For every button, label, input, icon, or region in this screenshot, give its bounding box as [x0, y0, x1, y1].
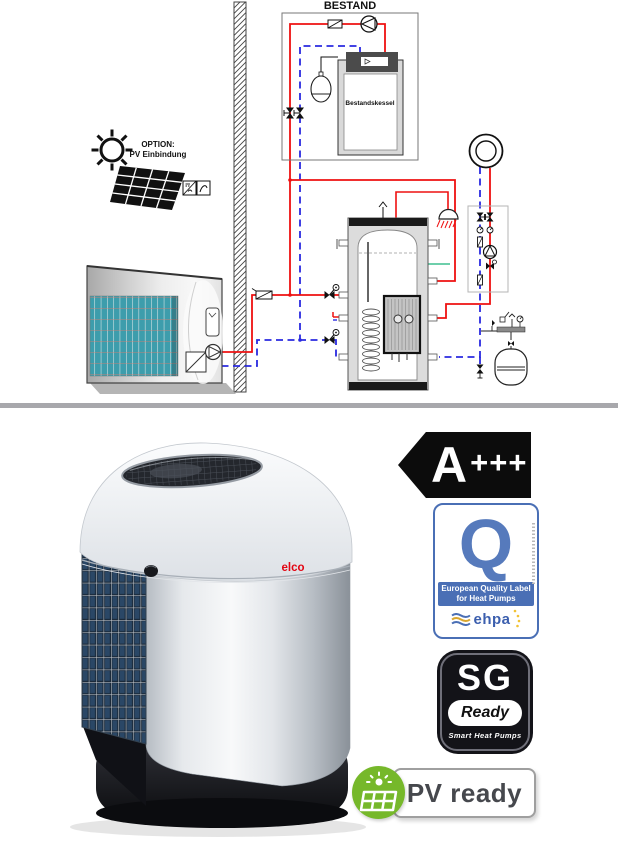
boiler-label: Bestandskessel [345, 100, 394, 107]
bestand-pump-icon [360, 15, 378, 33]
ehpa-wordmark: ehpa [473, 610, 511, 628]
wall [233, 1, 247, 393]
pv-ready-label: PV ready [406, 777, 523, 808]
ehpa-waves-icon [451, 612, 472, 626]
buffer-tank [336, 201, 440, 391]
pv-option-line1: OPTION: [141, 140, 174, 149]
quality-label-banner: European Quality Label for Heat Pumps [438, 582, 534, 606]
overflow-valve-icon [485, 259, 497, 270]
cap-seam-highlight [81, 563, 351, 583]
freshwater-module [382, 294, 422, 362]
expansion-vessel [494, 348, 528, 386]
bestand-flow-valve-icon [283, 107, 295, 119]
hydraulic-schematic: BESTAND Bestandskessel [86, 0, 528, 394]
return-junction [298, 338, 302, 342]
tank-connections [336, 239, 440, 361]
cap-seam [81, 559, 351, 580]
sg-ready-pill: Ready [448, 700, 522, 726]
heating-coil [362, 308, 380, 372]
evaporator-grid [89, 295, 179, 377]
heating-circuit-group [467, 205, 509, 293]
heat-pump-product-image: elco [70, 442, 366, 837]
drain-valve-icon [476, 364, 484, 379]
fine-print-vertical [532, 523, 535, 585]
brand-logo: elco [281, 562, 304, 574]
inverter-icon [182, 180, 211, 196]
motor-valve-flow-icon [324, 284, 340, 300]
ehpa-logo: ehpa [435, 606, 537, 632]
solar-panel-sun-icon [359, 771, 398, 812]
handle-highlight [145, 565, 157, 569]
door-handle [144, 565, 158, 577]
air-vent-icon [378, 201, 388, 218]
ehpa-stars-icon [513, 609, 520, 628]
bestand-return-valve-icon [293, 107, 305, 119]
sun-icon [91, 129, 133, 171]
flow-junction-2 [288, 293, 292, 297]
hp-pump-icon [204, 343, 222, 361]
quality-banner-line2: for Heat Pumps [456, 594, 516, 603]
sg-title: SG [456, 657, 513, 698]
bestand-boundary [281, 12, 419, 161]
bestand-expansion-vessel-icon [310, 56, 338, 103]
pv-panel-icon [110, 166, 185, 210]
existing-system-bestand: BESTAND Bestandskessel [281, 0, 419, 161]
quality-label-badge: Q European Quality Label for Heat Pumps … [433, 503, 539, 639]
energy-class-letter: A [431, 437, 468, 493]
safety-group [481, 311, 526, 349]
shower-icon [436, 208, 459, 229]
flow-junction-1 [288, 178, 292, 182]
hp-heat-exchanger-icon [185, 351, 207, 373]
hp-vessel-icon [205, 307, 220, 337]
bestand-check-valve-icon [327, 19, 343, 29]
pv-ready-badge: PV ready [393, 768, 536, 818]
flow-strainer-icon [251, 288, 273, 300]
heating-circuit-icon [468, 133, 504, 169]
energy-class-badge: A +++ [398, 432, 531, 498]
bestand-title: BESTAND [324, 0, 376, 12]
circuit-pump-icon [482, 244, 498, 260]
fan-grille [121, 453, 263, 489]
sg-subtitle: Smart Heat Pumps [448, 731, 522, 740]
pv-ready-icon-circle [352, 766, 405, 819]
energy-class-plus: +++ [470, 445, 528, 480]
section-divider [0, 403, 618, 408]
quality-banner-line1: European Quality Label [441, 584, 531, 593]
sg-ready-badge: SG Ready Smart Heat Pumps [437, 650, 533, 754]
quality-label-letter: Q [458, 505, 514, 583]
heat-pump-outdoor-unit [86, 265, 236, 394]
pv-option-line2: PV Einbindung [130, 150, 187, 159]
existing-boiler: Bestandskessel [337, 52, 404, 156]
